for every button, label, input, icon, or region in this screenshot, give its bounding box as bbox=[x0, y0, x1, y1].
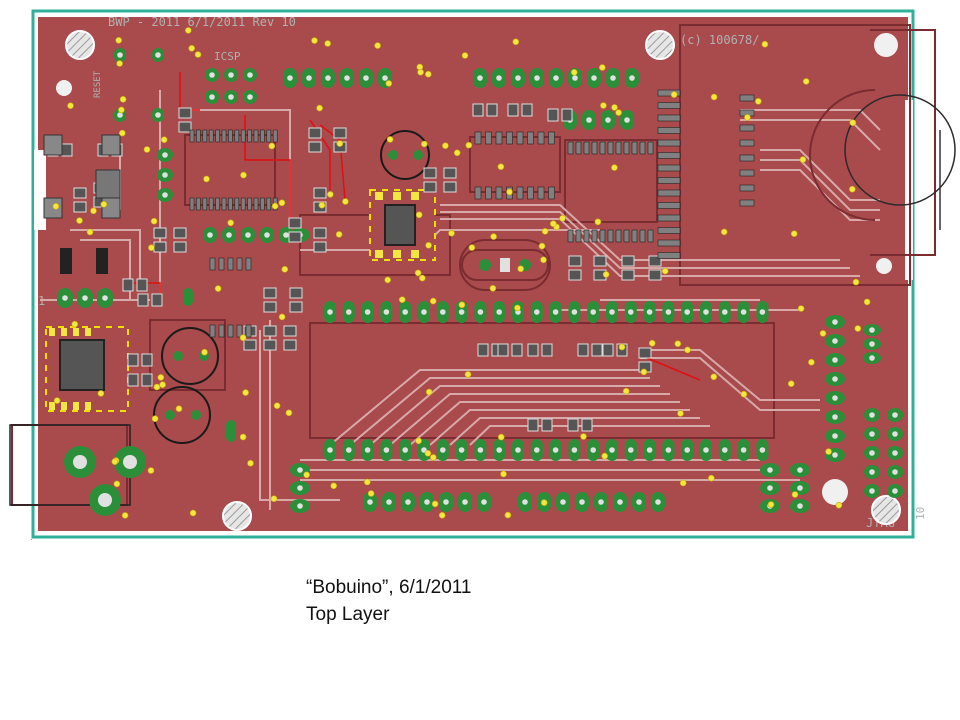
smd-part bbox=[423, 167, 437, 193]
pcb-layout-svg: BWP - 2011 6/1/2011 Rev 10 (c) 100678/ I… bbox=[9, 9, 956, 544]
board-header-text: BWP - 2011 6/1/2011 Rev 10 bbox=[108, 15, 296, 29]
traces bbox=[40, 90, 881, 510]
slide-caption: “Bobuino”, 6/1/2011 Top Layer bbox=[306, 574, 472, 628]
pcb-board: BWP - 2011 6/1/2011 Rev 10 (c) 100678/ I… bbox=[9, 9, 956, 544]
smd-part bbox=[127, 373, 153, 387]
vias bbox=[52, 27, 871, 519]
icsp-label: ICSP bbox=[214, 50, 241, 63]
reset-label: RESET bbox=[93, 70, 103, 98]
smd-part bbox=[137, 293, 163, 307]
smd-part bbox=[73, 187, 87, 213]
smd-part bbox=[507, 103, 533, 117]
regulator-module bbox=[45, 189, 436, 412]
smd-part bbox=[308, 127, 322, 153]
smd-part bbox=[313, 227, 327, 253]
sd-socket-icon bbox=[809, 29, 956, 256]
smd-part bbox=[527, 418, 553, 432]
smd-part bbox=[289, 287, 303, 313]
smd-part bbox=[527, 343, 553, 357]
smd-part bbox=[288, 217, 302, 243]
jtag-pin-label: 10 bbox=[914, 507, 927, 520]
smd-part bbox=[263, 287, 277, 313]
smd-part bbox=[648, 255, 662, 281]
capacitor-pads bbox=[165, 150, 423, 442]
crystal-icon bbox=[461, 249, 549, 281]
caption-title: “Bobuino”, 6/1/2011 bbox=[306, 577, 472, 598]
smd-part bbox=[443, 167, 457, 193]
copyright-text: (c) 100678/ bbox=[680, 33, 759, 47]
caption-subtitle: Top Layer bbox=[306, 604, 390, 625]
smd-part bbox=[263, 325, 277, 351]
smd-part bbox=[283, 325, 297, 351]
mounting-hole-icon bbox=[56, 30, 901, 531]
smd-part bbox=[122, 278, 148, 292]
smd-part bbox=[567, 418, 593, 432]
svg-text:·: · bbox=[30, 535, 33, 544]
smd-part bbox=[497, 343, 523, 357]
smd-part bbox=[577, 343, 603, 357]
through-hole-pads bbox=[57, 48, 903, 513]
capacitors bbox=[153, 130, 430, 444]
smd-part bbox=[547, 108, 573, 122]
smd-part bbox=[472, 103, 498, 117]
smd-part bbox=[621, 255, 635, 281]
smd-part bbox=[173, 227, 187, 253]
smd-part bbox=[178, 107, 192, 133]
smd-part bbox=[127, 353, 153, 367]
power-jack-icon bbox=[9, 424, 146, 516]
smd-part bbox=[568, 255, 582, 281]
